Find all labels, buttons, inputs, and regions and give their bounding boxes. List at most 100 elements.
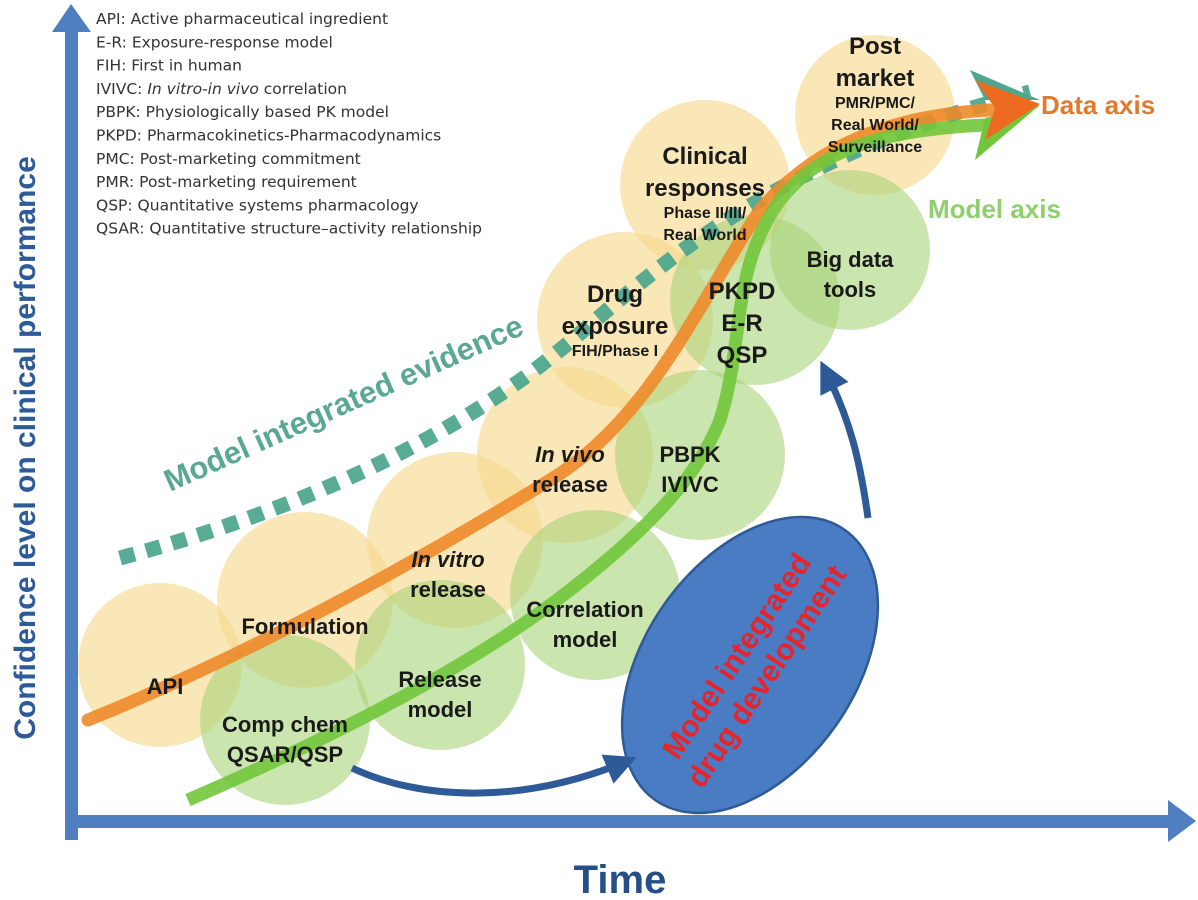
glossary-abbr: PBPK: <box>96 103 146 121</box>
stage-label-line: model <box>553 627 618 652</box>
glossary-def: Physiologically based PK model <box>146 103 389 121</box>
stage-label-pkpd-er-qsp: PKPD E-R QSP <box>709 278 776 369</box>
stage-label-line: responses <box>645 175 765 202</box>
x-axis-arrowhead <box>1168 800 1196 842</box>
stage-label-in-vivo-release: In vivo release <box>532 442 608 497</box>
midd-ellipse <box>620 515 880 815</box>
glossary-item-pmr: PMR: Post-marketing requirement <box>96 173 357 191</box>
stage-label-line: QSP <box>717 342 768 369</box>
stage-label-pbpk-ivivc: PBPK IVIVC <box>659 442 720 497</box>
glossary-def: First in human <box>131 57 242 75</box>
stage-label-line: release <box>410 577 486 602</box>
stage-label-line: Release <box>398 667 481 692</box>
stage-label-correlation-model: Correlation model <box>526 597 643 652</box>
model-integrated-drug-development: Model integrated drug development <box>620 515 880 815</box>
glossary-abbr: E-R: <box>96 33 132 51</box>
glossary-abbr: PMR: <box>96 173 139 191</box>
stage-label-line: E-R <box>721 310 762 337</box>
stage-label-in-vitro-release: In vitro release <box>410 547 486 602</box>
x-axis-line <box>65 815 1175 828</box>
glossary-abbr: IVIVC: <box>96 80 147 98</box>
glossary-def: correlation <box>259 80 347 98</box>
stage-label-big-data-tools: Big data tools <box>807 247 895 302</box>
model-axis-label: Model axis <box>928 194 1061 224</box>
stage-label-line: In vivo <box>535 442 605 467</box>
stage-label-line: Correlation <box>526 597 643 622</box>
model-stage-circle-comp-chem <box>200 635 370 805</box>
glossary-item-pmc: PMC: Post-marketing commitment <box>96 150 361 168</box>
stage-label-line: market <box>836 65 915 92</box>
glossary-item-e-r: E-R: Exposure-response model <box>96 33 333 51</box>
glossary-item-pkpd: PKPD: Pharmacokinetics-Pharmacodynamics <box>96 127 441 145</box>
stage-label-api: API <box>147 674 184 699</box>
glossary-def: Post-marketing commitment <box>140 150 361 168</box>
glossary-item-ivivc: IVIVC: In vitro-in vivo correlation <box>96 80 347 98</box>
stage-label-line: PMR/PMC/ <box>835 95 916 112</box>
glossary-abbr: FIH: <box>96 57 131 75</box>
model-stage-circle-release-model <box>355 580 525 750</box>
stage-label-line: tools <box>824 277 877 302</box>
glossary-abbr: PMC: <box>96 150 140 168</box>
axis-arrowheads <box>970 70 1040 160</box>
stage-label-line: PKPD <box>709 278 776 305</box>
stage-label-line: Real World <box>663 227 746 244</box>
glossary-def: Quantitative structure–activity relation… <box>149 220 482 238</box>
flow-arrow-to-pkpd <box>820 360 872 519</box>
stage-label-line: API <box>147 674 184 699</box>
x-axis-title: Time <box>574 858 667 900</box>
glossary-abbr: QSP: <box>96 196 138 214</box>
glossary-item-fih: FIH: First in human <box>96 57 242 75</box>
stage-label-line: exposure <box>562 313 669 340</box>
model-axis-curve <box>185 118 986 806</box>
stage-label-release-model: Release model <box>398 667 481 722</box>
glossary-def: Post-marketing requirement <box>139 173 357 191</box>
stage-label-line: In vitro <box>411 547 484 572</box>
glossary-def-italic: In vitro-in vivo <box>147 80 259 98</box>
stage-label-line: IVIVC <box>661 472 719 497</box>
glossary-abbr: API: <box>96 10 131 28</box>
data-axis-label: Data axis <box>1041 90 1155 120</box>
abbreviation-glossary: API: Active pharmaceutical ingredientE-R… <box>96 10 482 238</box>
glossary-def: Exposure-response model <box>132 33 333 51</box>
stage-label-formulation: Formulation <box>241 614 368 639</box>
stage-label-line: Post <box>849 33 901 60</box>
stage-labels: API Formulation In vitro release In vivo rele… <box>147 33 923 767</box>
stage-label-line: Clinical <box>662 143 747 170</box>
stage-label-line: Drug <box>587 281 643 308</box>
stage-label-line: Phase II/III/ <box>664 205 747 222</box>
glossary-item-pbpk: PBPK: Physiologically based PK model <box>96 103 389 121</box>
y-axis-arrowhead <box>52 4 91 32</box>
glossary-def: Pharmacokinetics-Pharmacodynamics <box>147 127 441 145</box>
stage-label-line: Big data <box>807 247 895 272</box>
model-stage-circles <box>200 170 930 805</box>
glossary-def: Quantitative systems pharmacology <box>138 196 419 214</box>
model-integrated-evidence-line <box>118 84 1032 566</box>
stage-label-line: PBPK <box>659 442 720 467</box>
stage-label-line: Comp chem <box>222 712 348 737</box>
y-axis-line <box>65 28 78 840</box>
stage-label-line: QSAR/QSP <box>227 742 343 767</box>
stage-label-line: Formulation <box>241 614 368 639</box>
stage-label-line: release <box>532 472 608 497</box>
glossary-item-qsp: QSP: Quantitative systems pharmacology <box>96 196 419 214</box>
glossary-abbr: QSAR: <box>96 220 149 238</box>
glossary-item-api: API: Active pharmaceutical ingredient <box>96 10 388 28</box>
stage-label-line: model <box>408 697 473 722</box>
model-stage-circle-big-data-tools <box>770 170 930 330</box>
glossary-abbr: PKPD: <box>96 127 147 145</box>
flow-arrow-to-midd <box>350 754 637 797</box>
stage-label-line: Real World/ <box>831 117 919 134</box>
model-arrowhead <box>975 105 1040 160</box>
stage-label-line: Surveillance <box>828 139 922 156</box>
model-stage-circle-correlation-model <box>510 510 680 680</box>
y-axis-title: Confidence level on clinical performance <box>9 156 42 740</box>
glossary-def: Active pharmaceutical ingredient <box>131 10 388 28</box>
glossary-item-qsar: QSAR: Quantitative structure–activity re… <box>96 220 482 238</box>
stage-label-line: FIH/Phase I <box>572 343 658 360</box>
